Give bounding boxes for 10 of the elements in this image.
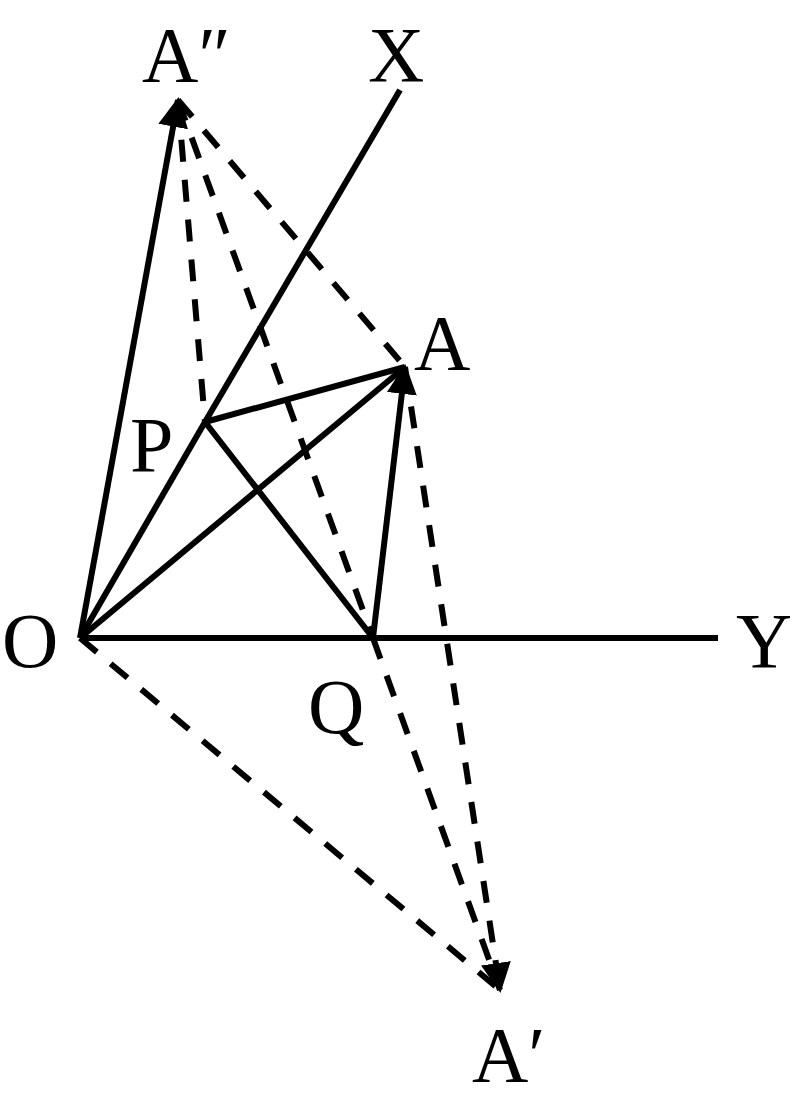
point-label: Y [736,602,790,680]
point-label: A′ [472,1016,546,1094]
point-label: X [368,16,425,94]
line-segment [373,635,718,641]
point-label: P [130,406,174,484]
point-label: A [414,304,471,382]
arrow [77,97,188,639]
point-label: A″ [142,16,231,94]
point-label: Q [308,668,365,746]
point-label: O [2,602,59,680]
